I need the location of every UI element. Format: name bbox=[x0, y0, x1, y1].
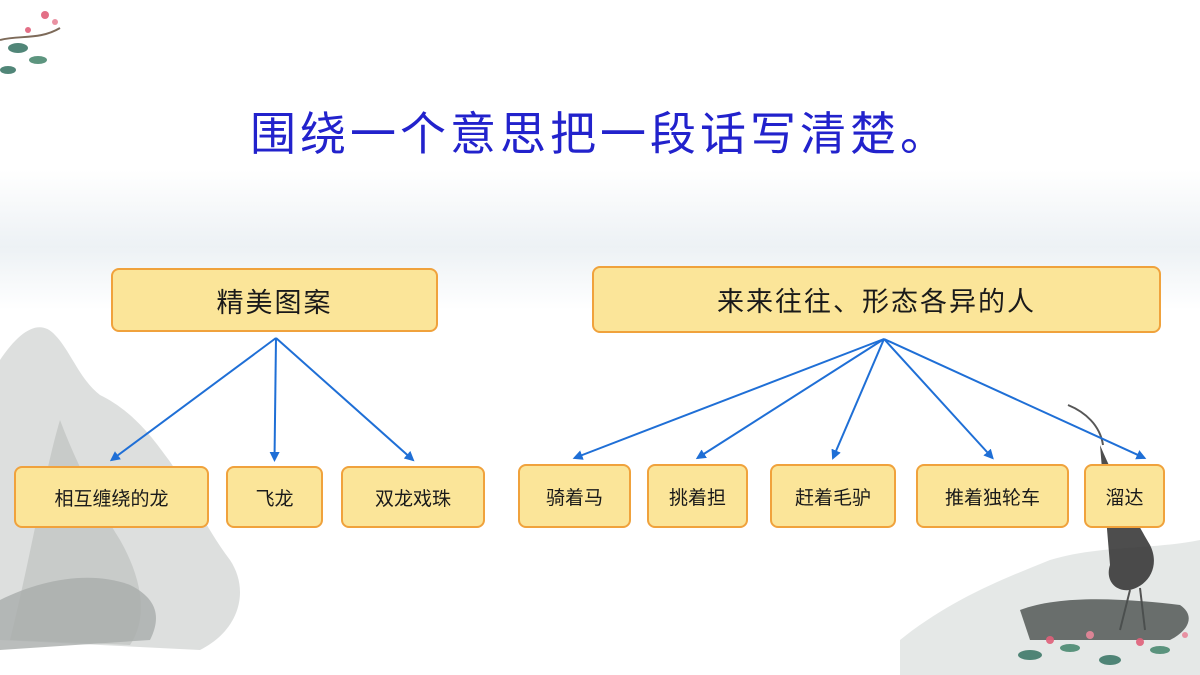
left-rock bbox=[0, 577, 156, 650]
topic-box-patterns: 精美图案 bbox=[111, 268, 438, 332]
arrow-0-0 bbox=[109, 337, 277, 462]
leaf-box-intertwined-dragons: 相互缠绕的龙 bbox=[14, 466, 209, 528]
bottom-right-flowers bbox=[1018, 631, 1188, 665]
leaf-box-pushing-wheelbarrow: 推着独轮车 bbox=[916, 464, 1069, 528]
leaf-box-riding-horse: 骑着马 bbox=[518, 464, 631, 528]
leaf-box-two-dragons-pearl: 双龙戏珠 bbox=[341, 466, 485, 528]
topic-box-people: 来来往往、形态各异的人 bbox=[592, 266, 1161, 333]
leaf-box-strolling: 溜达 bbox=[1084, 464, 1165, 528]
top-left-branch bbox=[0, 11, 61, 74]
arrow-1-0 bbox=[572, 338, 885, 460]
leaf-box-driving-donkey: 赶着毛驴 bbox=[770, 464, 896, 528]
arrow-1-2 bbox=[831, 338, 885, 460]
arrow-0-2 bbox=[275, 337, 415, 462]
leaf-box-flying-dragon: 飞龙 bbox=[226, 466, 323, 528]
arrow-1-1 bbox=[695, 338, 885, 460]
bottom-right-rock bbox=[1020, 599, 1189, 640]
arrow-0-1 bbox=[269, 337, 280, 462]
slide-title: 围绕一个意思把一段话写清楚。 bbox=[250, 107, 950, 161]
arrow-1-3 bbox=[883, 338, 994, 460]
leaf-box-carrying-pole: 挑着担 bbox=[647, 464, 748, 528]
arrow-1-4 bbox=[883, 338, 1147, 460]
